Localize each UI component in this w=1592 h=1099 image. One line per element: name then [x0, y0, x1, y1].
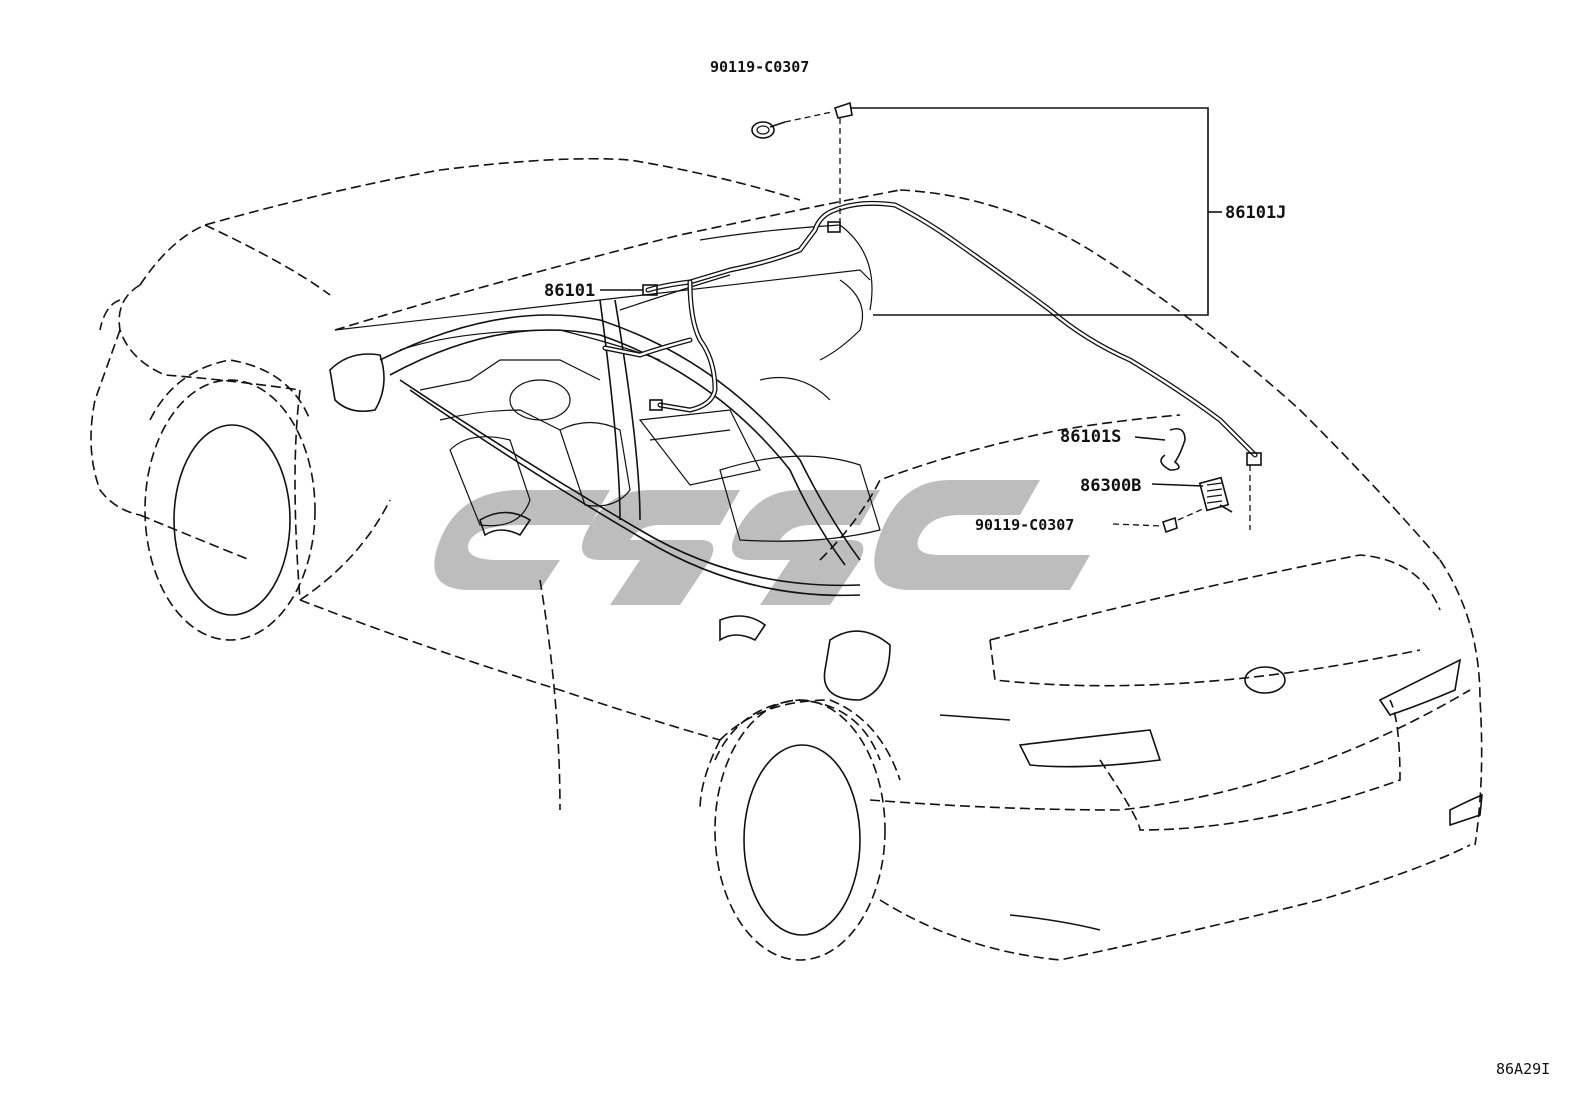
label-bolt-bottom: 90119-C0307 [975, 516, 1074, 534]
antenna-wire-harness [602, 200, 1262, 466]
label-harness-86101j: 86101J [1225, 203, 1286, 223]
figure-code: 86A29I [1496, 1060, 1550, 1078]
watermark-logo [434, 480, 1090, 605]
label-harness-86101s: 86101S [1060, 427, 1121, 447]
top-bolt-assembly [751, 101, 853, 225]
cabin-interior [334, 224, 881, 597]
label-harness-86101: 86101 [544, 281, 595, 301]
leader-lines [600, 107, 1222, 527]
antenna-unit-assembly [1160, 427, 1251, 534]
label-bolt-top: 90119-C0307 [710, 58, 809, 76]
label-antenna-86300b: 86300B [1080, 476, 1141, 496]
vehicle-body-outline [90, 157, 1483, 961]
